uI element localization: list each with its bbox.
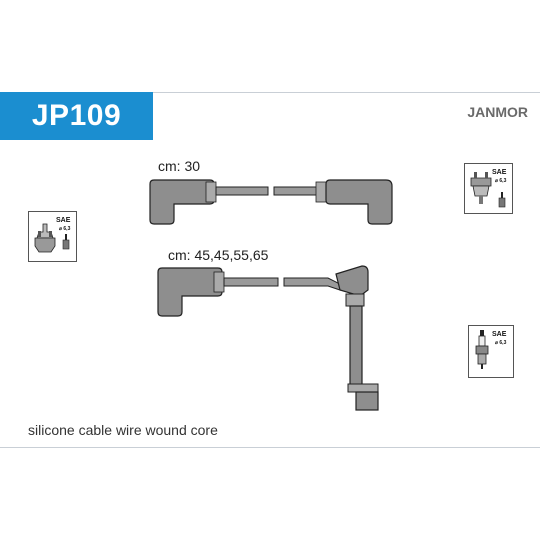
footer-divider: [0, 447, 540, 448]
sae-label: SAE: [56, 217, 71, 224]
part-code-badge: JP109: [0, 92, 153, 140]
diameter-label: ⌀ 6,3: [495, 178, 507, 184]
diameter-label: ⌀ 6,3: [495, 340, 507, 346]
long-cable-wire-right: [283, 277, 341, 291]
distributor-cap-icon: SAE ⌀ 6,3: [34, 217, 71, 253]
distributor-cap-icon-right: SAE ⌀ 6,3: [464, 163, 513, 214]
spark-plug-boot-long: [335, 265, 379, 411]
spark-plug-icon-box: SAE ⌀ 6,3: [468, 325, 514, 378]
distributor-cap-icon-left: SAE ⌀ 6,3: [28, 211, 77, 262]
header-divider: [0, 92, 540, 93]
long-cable-length-label: cm: 45,45,55,65: [168, 247, 269, 263]
right-angle-boot-short: [315, 179, 393, 225]
short-cable-wire-right: [273, 186, 319, 196]
short-cable-wire-left: [215, 186, 269, 196]
long-cable-wire-left: [223, 277, 279, 287]
short-cable-length-label: cm: 30: [158, 158, 201, 174]
diameter-label: ⌀ 6,3: [59, 226, 71, 232]
spark-plug-icon: SAE ⌀ 6,3: [475, 330, 507, 369]
left-straight-boot-short: [149, 179, 217, 225]
sae-label: SAE: [492, 169, 507, 176]
left-angle-boot-long: [157, 267, 225, 317]
sae-label: SAE: [492, 331, 507, 338]
product-description: silicone cable wire wound core: [28, 422, 218, 438]
brand-name: JANMOR: [467, 104, 528, 120]
distributor-cap-icon: SAE ⌀ 6,3: [470, 169, 507, 208]
